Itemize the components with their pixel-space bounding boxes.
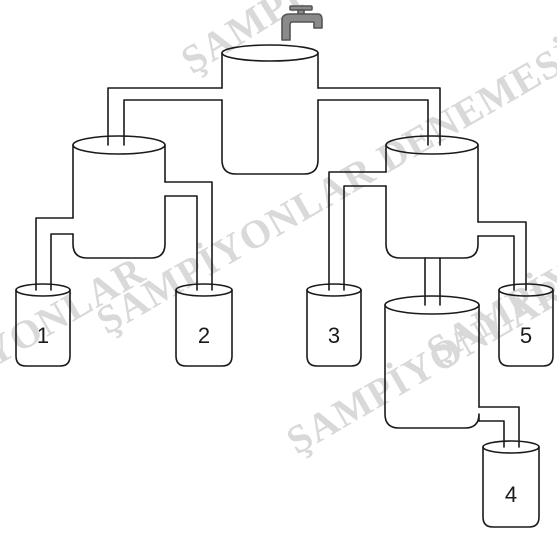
vessel-3 xyxy=(306,283,362,367)
faucet-icon xyxy=(281,5,323,41)
vessel-5-label: 5 xyxy=(520,323,532,348)
lower-vessel xyxy=(384,295,480,429)
right-vessel xyxy=(385,135,479,259)
left-vessel xyxy=(72,135,166,259)
vessel-5 xyxy=(498,283,554,367)
vessel-2-label: 2 xyxy=(198,323,210,348)
vessel-2 xyxy=(175,283,233,367)
vessel-3-label: 3 xyxy=(328,323,340,348)
vessel-4 xyxy=(482,440,540,528)
pipe-top-to-left xyxy=(107,87,223,146)
pipe-left-to-2 xyxy=(164,181,213,291)
vessel-1 xyxy=(15,283,71,367)
pipe-right-to-3 xyxy=(328,171,387,291)
vessel-4-label: 4 xyxy=(505,482,517,507)
pipe-right-to-5 xyxy=(477,221,527,291)
top-vessel xyxy=(221,44,319,175)
pipe-top-to-right xyxy=(317,87,441,146)
vessel-1-label: 1 xyxy=(37,323,49,348)
pipe-left-to-1 xyxy=(35,217,74,291)
pipe-lower-to-4 xyxy=(478,406,520,448)
